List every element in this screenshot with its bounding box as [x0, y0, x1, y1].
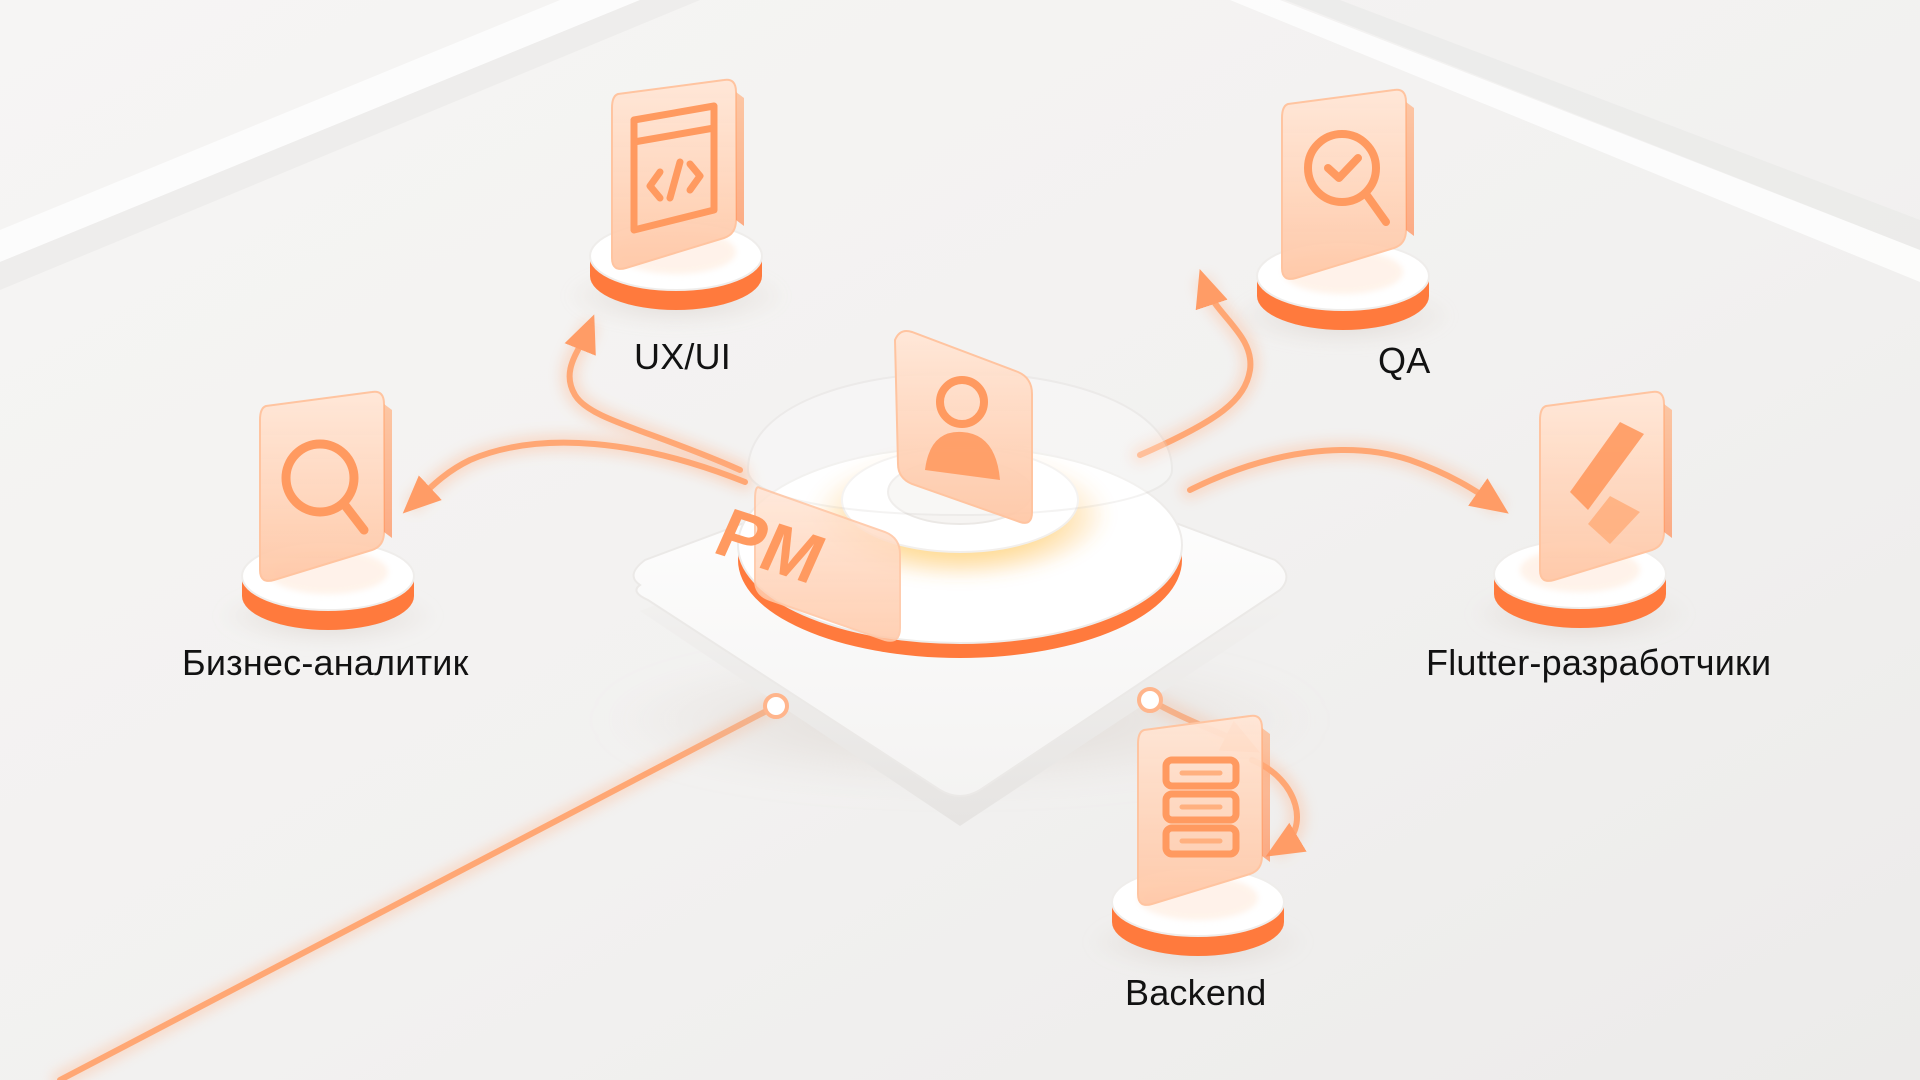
connection-lines — [51, 269, 1509, 1080]
role-nodes — [218, 78, 1690, 974]
line-to-ux-ui — [564, 314, 743, 473]
line-to-business-analyst — [402, 439, 748, 514]
flutter-logo-icon — [1539, 390, 1672, 582]
magnifier-icon — [259, 390, 392, 582]
line-to-flutter — [1187, 447, 1509, 514]
background-ledges — [0, 0, 1920, 290]
label-backend: Backend — [1125, 972, 1267, 1013]
label-ux-ui: UX/UI — [634, 336, 732, 377]
label-business-analyst: Бизнес-аналитик — [182, 642, 469, 683]
line-to-qa — [1137, 269, 1254, 458]
pm-hub: PM — [600, 330, 1320, 826]
server-stack-icon — [1137, 714, 1270, 906]
code-window-icon — [611, 78, 744, 270]
node-business-analyst — [218, 390, 438, 648]
node-ux-ui — [566, 78, 786, 328]
node-flutter — [1470, 390, 1690, 646]
label-qa: QA — [1378, 340, 1431, 381]
node-qa — [1233, 88, 1453, 348]
user-icon — [893, 330, 1033, 524]
input-port — [763, 693, 789, 719]
magnifier-check-icon — [1281, 88, 1414, 280]
output-port — [1137, 687, 1163, 713]
node-backend — [1088, 714, 1308, 974]
input-line — [57, 703, 779, 1080]
label-flutter: Flutter-разработчики — [1426, 642, 1772, 683]
